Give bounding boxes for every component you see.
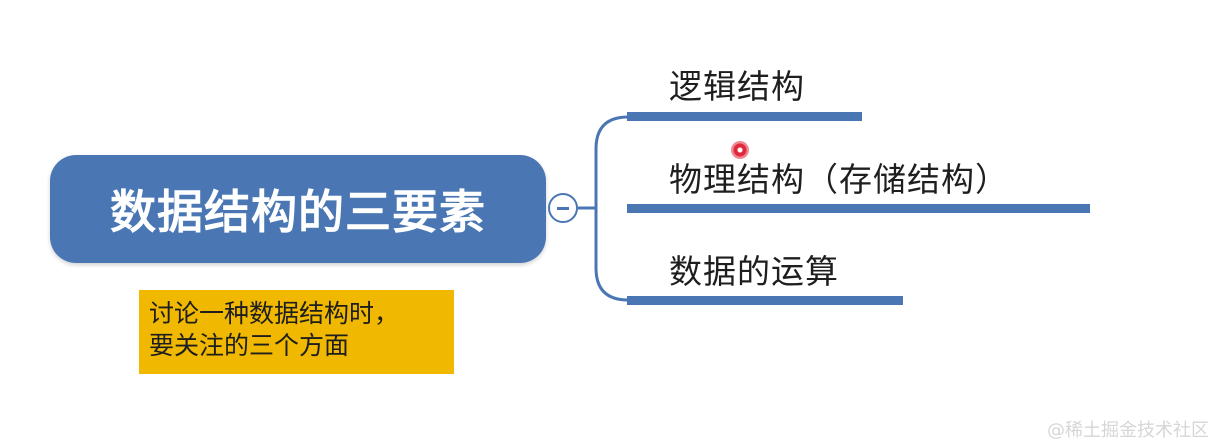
branch-line-physical-structure (627, 204, 1090, 213)
branch-line-logical-structure (627, 112, 862, 121)
branch-line-data-operations (627, 296, 903, 305)
branch-label-physical-structure[interactable]: 物理结构（存储结构） (669, 160, 1009, 199)
minus-icon (557, 207, 569, 210)
root-node[interactable]: 数据结构的三要素 (50, 155, 546, 263)
pointer-dot-icon (731, 141, 749, 159)
note-line: 讨论一种数据结构时， (149, 299, 400, 328)
note-box: 讨论一种数据结构时， 要关注的三个方面 (139, 290, 454, 374)
branch-label-logical-structure[interactable]: 逻辑结构 (669, 67, 805, 106)
watermark: @稀土掘金技术社区 (1047, 420, 1209, 441)
collapse-toggle-button[interactable] (548, 193, 578, 223)
branch-label-data-operations[interactable]: 数据的运算 (669, 252, 839, 291)
root-title: 数据结构的三要素 (110, 185, 486, 239)
note-line: 要关注的三个方面 (149, 331, 350, 360)
